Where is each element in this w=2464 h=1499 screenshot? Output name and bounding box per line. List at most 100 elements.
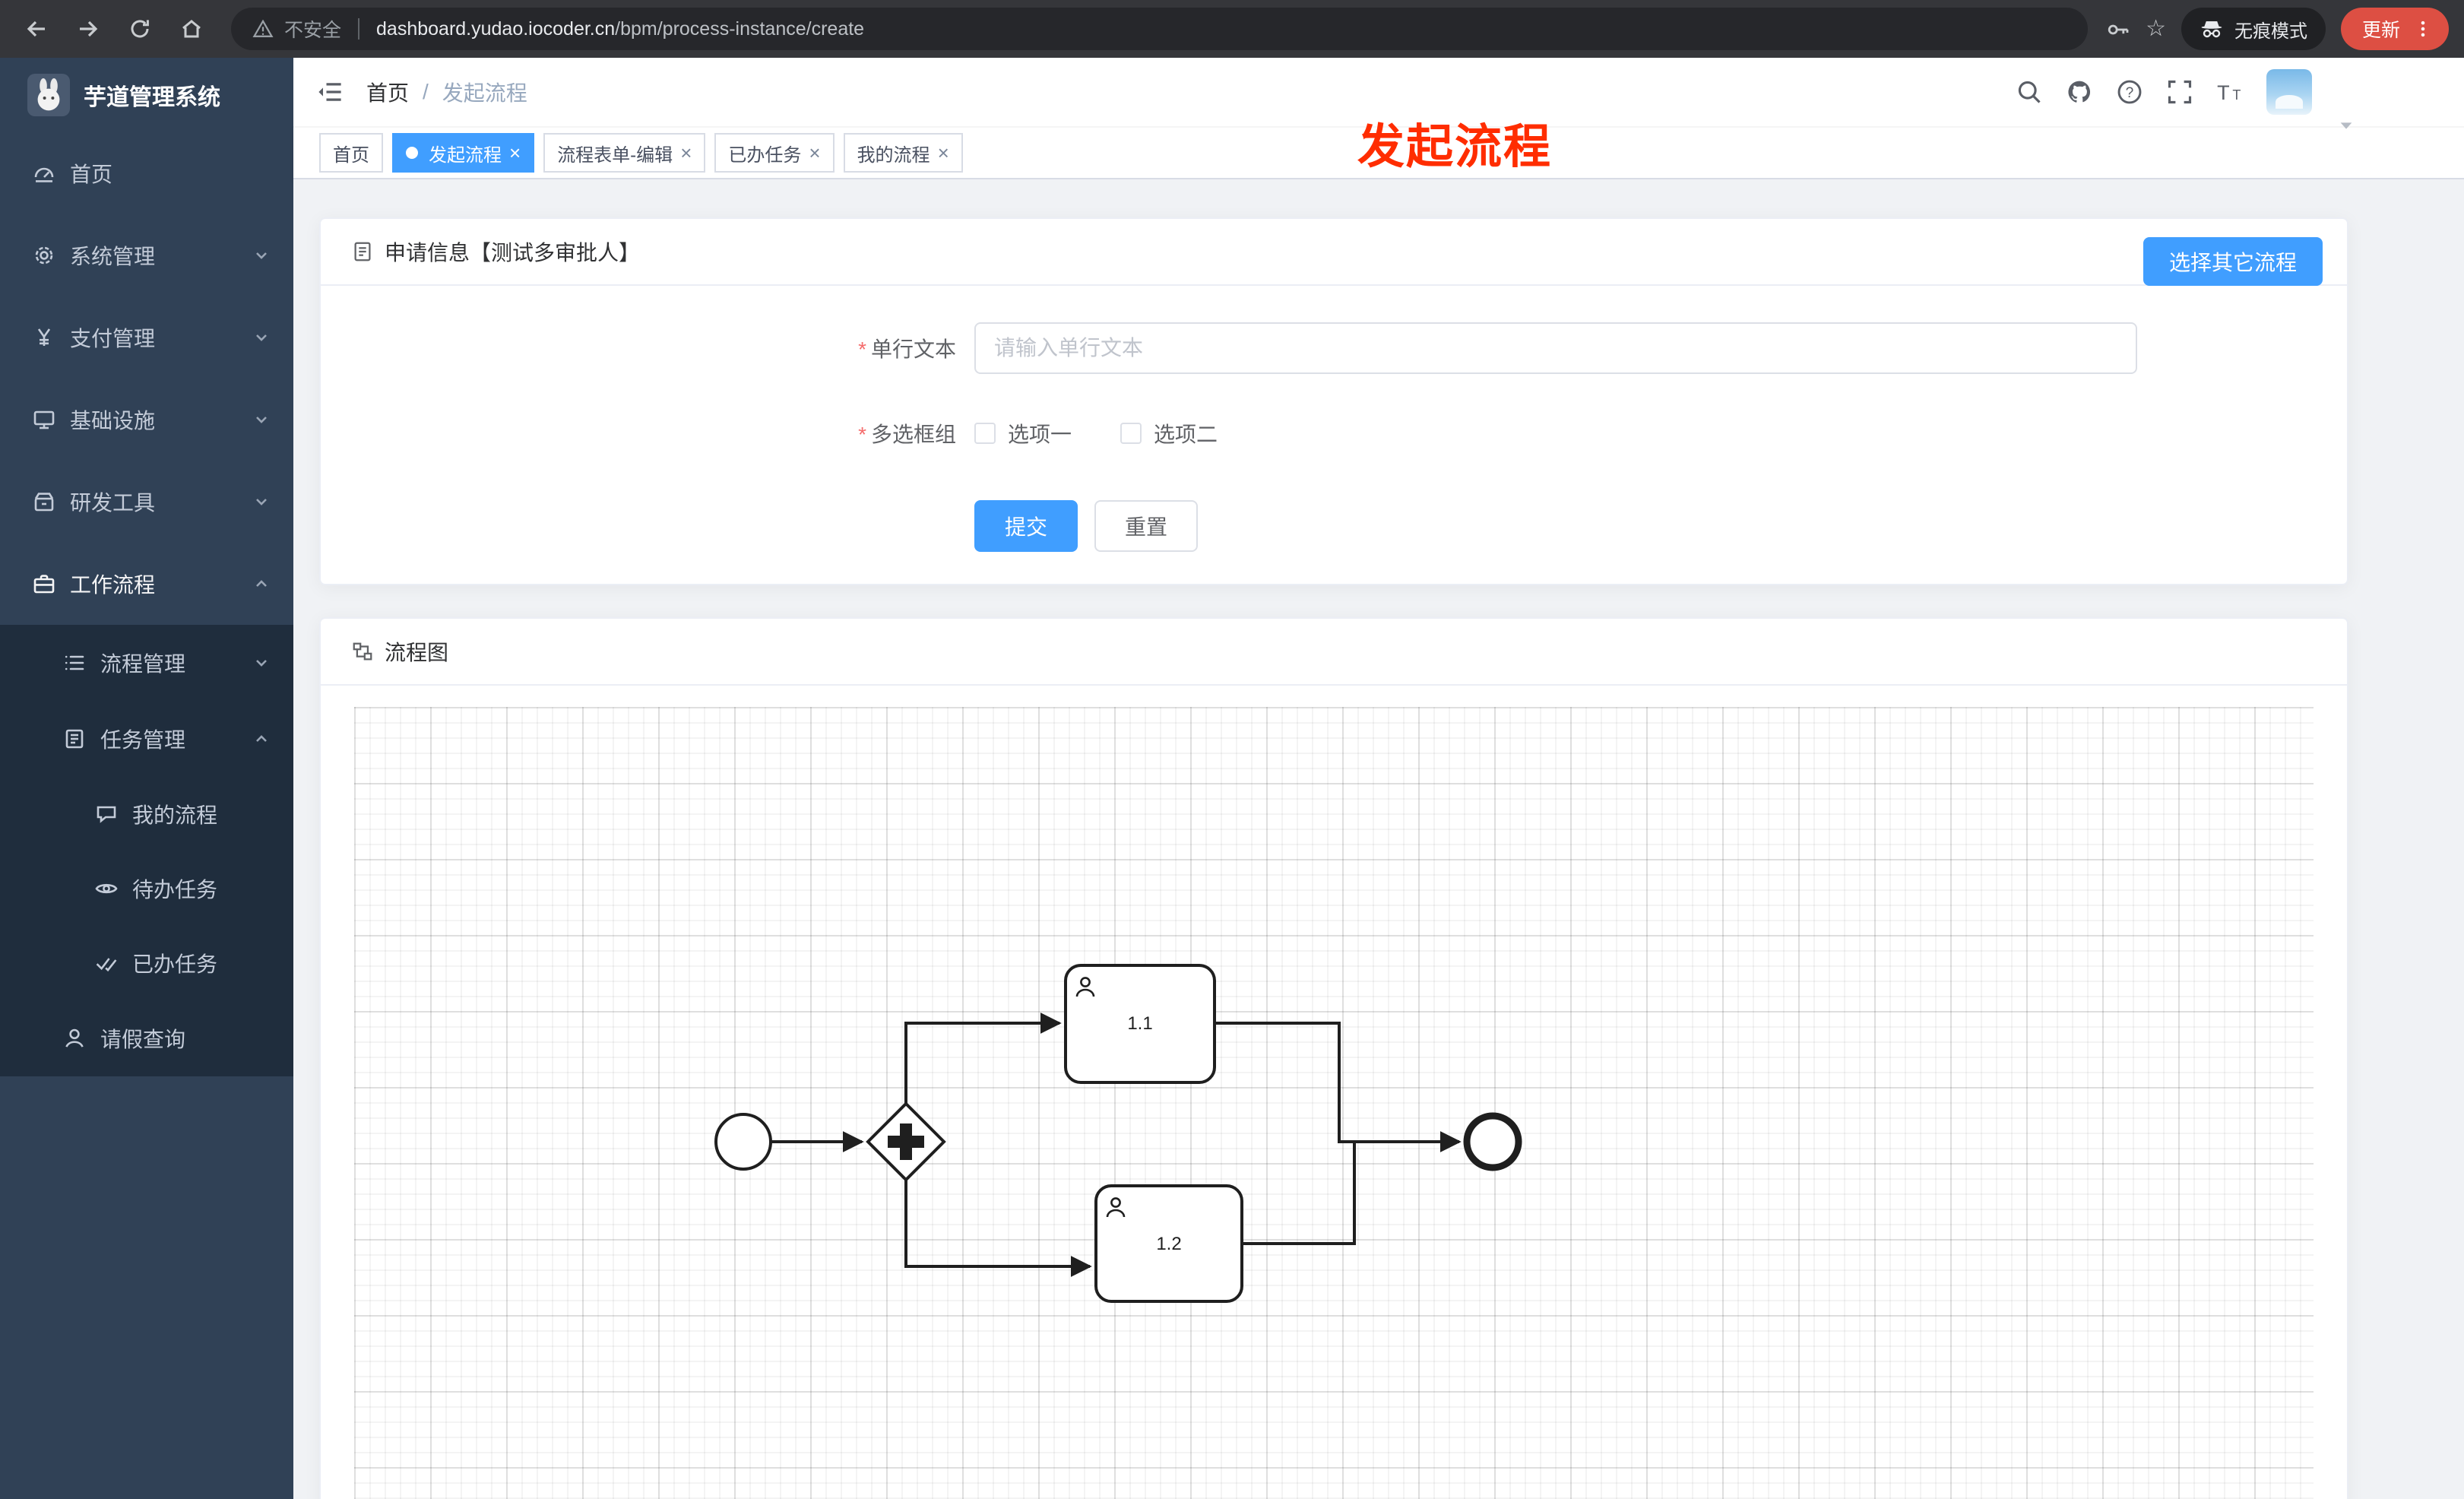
submit-button[interactable]: 提交 [974,500,1078,552]
sidebar-item-dev-tools[interactable]: 研发工具 [0,461,293,543]
browser-update-button[interactable]: 更新 [2340,8,2449,50]
toolbox-icon [34,493,54,512]
chat-bubble-icon [97,806,116,823]
browser-home-button[interactable] [170,8,213,50]
close-icon[interactable]: × [937,141,949,164]
user-task-icon [1075,977,1095,997]
checkbox-option-1[interactable]: 选项一 [974,418,1072,448]
address-bar[interactable]: 不安全 dashboard.yudao.iocoder.cn/bpm/proce… [231,8,2089,50]
tab-home[interactable]: 首页 [319,133,383,173]
diagram-card-header: 流程图 [321,619,2347,686]
sidebar-item-todo-tasks[interactable]: 待办任务 [0,851,293,926]
chevron-down-icon [254,412,269,427]
tab-process-form-edit[interactable]: 流程表单-编辑 × [543,133,706,173]
checkbox-group-label: *多选框组 [858,423,956,446]
sidebar-item-payment-mgmt[interactable]: 支付管理 [0,296,293,379]
fullscreen-icon[interactable] [2166,78,2193,106]
single-line-text-input[interactable] [974,322,2137,374]
checkbox-box[interactable] [974,423,996,444]
bpmn-start-event [714,1113,772,1171]
apply-info-card: 申请信息【测试多审批人】 选择其它流程 *单行文本 *多选框组 选项一 [319,217,2348,585]
user-task-icon [1106,1197,1126,1218]
svg-text:?: ? [2126,85,2134,101]
sidebar-item-infrastructure[interactable]: 基础设施 [0,379,293,461]
sidebar-item-home[interactable]: 首页 [0,132,293,214]
bpmn-end-event [1463,1112,1522,1171]
bpmn-parallel-gateway [866,1101,946,1182]
avatar-caret-down-icon[interactable] [2338,117,2355,134]
avatar[interactable] [2266,69,2312,115]
task-label: 1.1 [1127,1013,1152,1034]
gear-icon [35,246,53,265]
menu-fold-icon[interactable] [293,58,366,126]
checkbox-box[interactable] [1120,423,1142,444]
apply-form: *单行文本 *多选框组 选项一 选项二 [321,286,2347,585]
bookmark-star-icon[interactable]: ☆ [2146,16,2166,41]
close-icon[interactable]: × [509,141,521,164]
close-icon[interactable]: × [680,141,692,164]
sequence-flows [771,1013,1462,1277]
svg-text:T: T [2217,81,2230,104]
browser-menu-dots-icon[interactable] [2412,18,2434,40]
breadcrumb: 首页 / 发起流程 [366,77,527,107]
sidebar-menu: 首页 系统管理 支付管理 基础设施 研发工具 [0,132,293,1076]
apply-info-title: 申请信息【测试多审批人】 [385,241,641,265]
flowchart-icon [353,642,372,661]
chevron-up-icon [254,731,269,746]
breadcrumb-separator: / [423,80,429,103]
app-title: 芋道管理系统 [84,85,220,110]
browser-chrome: 不安全 dashboard.yudao.iocoder.cn/bpm/proce… [0,0,2464,58]
help-icon[interactable]: ? [2116,78,2143,106]
sidebar-item-workflow[interactable]: 工作流程 [0,543,293,625]
sidebar: 芋道管理系统 首页 系统管理 支付管理 基础设施 [0,58,293,1499]
reset-button[interactable]: 重置 [1094,500,1198,552]
eye-icon [95,883,118,894]
browser-forward-button[interactable] [67,8,109,50]
bpmn-user-task-1-2: 1.2 [1094,1184,1243,1303]
logo-rabbit-image [27,74,70,116]
tab-done-tasks[interactable]: 已办任务 × [714,133,835,173]
search-icon[interactable] [2016,78,2043,106]
sidebar-item-my-process[interactable]: 我的流程 [0,777,293,851]
diagram-body: 1.1 1.2 [321,686,2347,1499]
password-key-icon[interactable] [2106,16,2130,42]
breadcrumb-current: 发起流程 [442,81,527,105]
tab-my-process[interactable]: 我的流程 × [843,133,963,173]
yen-icon [37,328,51,346]
list-icon [65,655,84,670]
briefcase-icon [33,575,55,594]
clipboard-icon [65,729,84,749]
process-diagram-card: 流程图 [319,617,2348,1499]
sidebar-item-process-mgmt[interactable]: 流程管理 [0,625,293,701]
sidebar-item-done-tasks[interactable]: 已办任务 [0,926,293,1000]
checkbox-option-2[interactable]: 选项二 [1120,418,1218,448]
chevron-down-icon [254,330,269,345]
tab-start-process[interactable]: 发起流程 × [392,133,535,173]
close-icon[interactable]: × [809,141,821,164]
chevron-up-icon [254,576,269,591]
dashboard-icon [34,167,54,182]
page-content: 申请信息【测试多审批人】 选择其它流程 *单行文本 *多选框组 选项一 [293,179,2464,1499]
bpmn-canvas[interactable]: 1.1 1.2 [354,707,2314,1499]
browser-reload-button[interactable] [119,8,161,50]
checkbox-group: 选项一 选项二 [974,418,1218,448]
sidebar-item-task-mgmt[interactable]: 任务管理 [0,701,293,777]
chevron-down-icon [254,655,269,670]
document-icon [354,242,371,261]
bpmn-user-task-1-1: 1.1 [1064,964,1216,1084]
browser-back-button[interactable] [15,8,58,50]
incognito-icon [2201,21,2222,38]
incognito-badge: 无痕模式 [2181,8,2326,50]
security-label: 不安全 [284,20,342,41]
sidebar-item-leave-query[interactable]: 请假查询 [0,1000,293,1076]
double-check-icon [96,958,117,972]
workflow-submenu: 流程管理 任务管理 我的流程 待办任务 已办 [0,625,293,1076]
chevron-down-icon [254,494,269,509]
breadcrumb-home[interactable]: 首页 [366,81,410,105]
github-icon[interactable] [2066,78,2093,106]
choose-other-process-button[interactable]: 选择其它流程 [2143,237,2323,286]
sidebar-item-system-mgmt[interactable]: 系统管理 [0,214,293,296]
diagram-title: 流程图 [385,641,449,664]
